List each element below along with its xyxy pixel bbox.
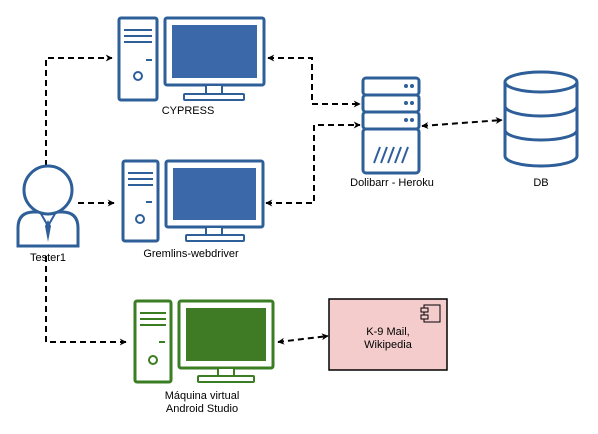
android-vm-label-line2: Android Studio	[166, 403, 238, 415]
database: DB	[503, 70, 579, 189]
dolibarr-server: Dolibarr - Heroku	[350, 76, 434, 189]
tester-user: Tester1	[16, 164, 80, 264]
gremlins-label: Gremlins-webdriver	[143, 248, 239, 260]
apps-component: K-9 Mail, Wikipedia	[328, 298, 448, 371]
db-label: DB	[533, 177, 548, 189]
edge-cypress-dolibarr	[267, 54, 361, 108]
connectors	[45, 54, 503, 346]
server-rack-icon	[361, 76, 421, 175]
edge-tester-cypress	[45, 54, 113, 166]
database-icon	[503, 70, 579, 168]
gremlins-computer: Gremlins-webdriver	[121, 159, 265, 260]
component-icon	[420, 304, 441, 323]
edge-tester-android	[45, 256, 127, 346]
apps-label-line1: K-9 Mail,	[366, 326, 409, 338]
cypress-label: CYPRESS	[162, 105, 215, 117]
tester-label: Tester1	[30, 252, 66, 264]
apps-label-line2: Wikipedia	[364, 339, 413, 351]
cypress-computer: CYPRESS	[117, 16, 266, 117]
edge-gremlins-dolibarr	[265, 121, 361, 207]
edge-dolibarr-db	[421, 116, 503, 130]
dolibarr-label: Dolibarr - Heroku	[350, 177, 434, 189]
desktop-computer-icon	[133, 299, 275, 384]
edge-android-apps	[277, 333, 329, 345]
user-icon	[16, 164, 80, 248]
desktop-computer-icon	[121, 159, 265, 243]
desktop-computer-icon	[117, 16, 266, 102]
android-vm-label-line1: Máquina virtual	[165, 390, 240, 402]
android-vm-computer: Máquina virtual Android Studio	[133, 299, 275, 415]
